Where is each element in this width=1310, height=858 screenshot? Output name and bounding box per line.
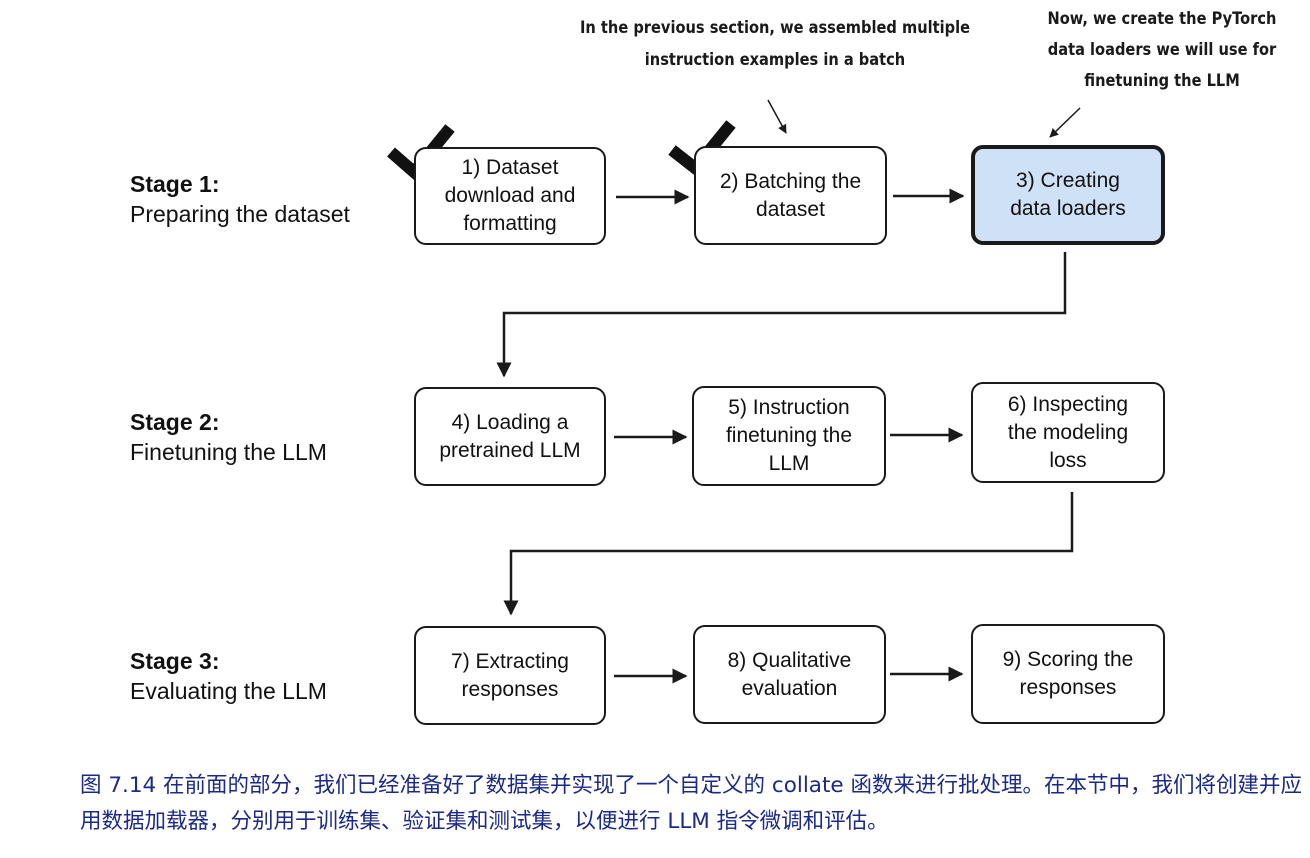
stage-description: Finetuning the LLM (130, 439, 327, 465)
annotation-now: Now, we create the PyTorch data loaders … (1033, 4, 1291, 97)
stage-description: Evaluating the LLM (130, 678, 327, 704)
stage-name: Stage 3: (130, 648, 220, 674)
stage-1-label: Stage 1: Preparing the dataset (130, 169, 350, 229)
pointer-now (1049, 107, 1081, 138)
figure-caption: 图 7.14 在前面的部分，我们已经准备好了数据集并实现了一个自定义的 coll… (80, 773, 1302, 834)
arrow-3-to-4 (496, 252, 1067, 378)
annotation-line: Now, we create the PyTorch (1047, 9, 1277, 29)
arrow-6-to-7 (503, 492, 1074, 616)
annotation-line: instruction examples in a batch (644, 50, 906, 70)
annotation-line: data loaders we will use for (1047, 40, 1277, 60)
annotation-line: finetuning the LLM (1084, 71, 1240, 91)
step-9-scoring-responses: 9) Scoring the responses (971, 624, 1165, 724)
step-3-creating-data-loaders: 3) Creating data loaders (971, 145, 1165, 245)
step-5-instruction-finetuning: 5) Instruction finetuning the LLM (692, 386, 886, 486)
stage-description: Preparing the dataset (130, 201, 350, 227)
stage-2-label: Stage 2: Finetuning the LLM (130, 407, 327, 467)
annotation-previous-section: In the previous section, we assembled mu… (577, 12, 973, 76)
stage-name: Stage 1: (130, 171, 220, 197)
pointer-previous-section (767, 99, 787, 134)
step-1-dataset-download: 1) Dataset download and formatting (414, 147, 606, 245)
annotation-line: In the previous section, we assembled mu… (579, 18, 971, 38)
stage-name: Stage 2: (130, 409, 220, 435)
step-7-extracting-responses: 7) Extracting responses (414, 626, 606, 725)
step-2-batching: 2) Batching the dataset (694, 146, 887, 245)
step-4-loading-pretrained: 4) Loading a pretrained LLM (414, 387, 606, 486)
step-6-inspecting-loss: 6) Inspecting the modeling loss (971, 382, 1165, 483)
step-8-qualitative-evaluation: 8) Qualitative evaluation (693, 625, 886, 724)
stage-3-label: Stage 3: Evaluating the LLM (130, 646, 327, 706)
